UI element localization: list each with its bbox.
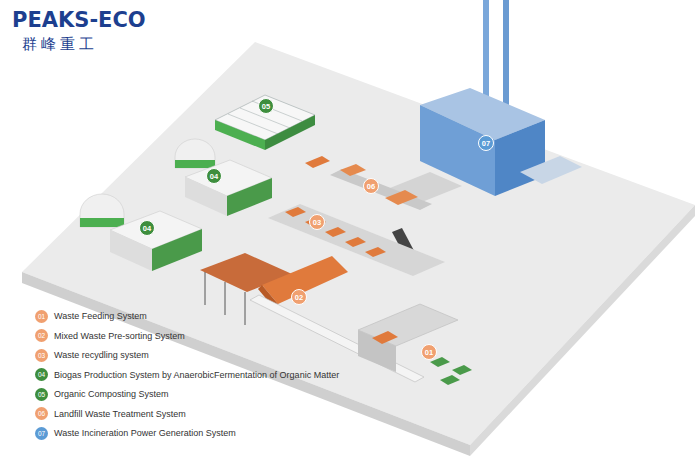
legend-text: Biogas Production System by AnaerobicFer… — [54, 370, 339, 380]
callout-number: 04 — [210, 172, 218, 181]
callout-circle: 06 — [363, 178, 379, 194]
sorting-platform — [268, 204, 445, 276]
sorter — [285, 207, 306, 217]
machine — [340, 164, 366, 176]
legend-number: 03 — [38, 352, 45, 359]
sorter — [365, 247, 386, 257]
callout-number: 04 — [143, 224, 151, 233]
sorter — [345, 237, 366, 247]
incinerator-wall — [495, 120, 545, 196]
legend-text: Organic Composting System — [54, 389, 169, 399]
legend-row: 07 Waste Incineration Power Generation Sy… — [35, 426, 236, 440]
callout-number: 07 — [482, 139, 490, 148]
callout-circle: 05 — [258, 98, 274, 114]
legend-row: 02 Mixed Waste Pre-sorting System — [35, 329, 185, 343]
callout-number: 03 — [313, 218, 321, 227]
frame-leg — [205, 272, 206, 305]
legend-number: 07 — [38, 430, 45, 437]
floor-side — [22, 272, 470, 456]
frame-leg — [225, 282, 226, 315]
biogas-dome — [175, 139, 215, 168]
logo-chinese: 群峰重工 — [22, 35, 98, 54]
legend-text: Mixed Waste Pre-sorting System — [54, 331, 185, 341]
legend-row: 03 Waste recydling system — [35, 348, 149, 362]
legend-number: 02 — [38, 332, 45, 339]
legend-text: Waste Feeding System — [54, 311, 147, 321]
trommel-drum — [262, 256, 348, 304]
floor-side — [470, 205, 695, 456]
legend-row: 01 Waste Feeding System — [35, 309, 147, 323]
legend-number: 01 — [38, 313, 45, 320]
dome-band — [80, 218, 124, 227]
legend-number: 05 — [38, 391, 45, 398]
legend-swatch: 03 — [35, 349, 48, 362]
callout-circle: 07 — [478, 135, 494, 151]
legend-swatch: 06 — [35, 407, 48, 420]
building-wall — [110, 230, 152, 271]
greenhouse-wall — [215, 120, 265, 150]
legend-text: Landfill Waste Treatment System — [54, 409, 186, 419]
greenhouse-wall — [265, 115, 315, 150]
callout-number: 01 — [425, 348, 433, 357]
truck — [440, 375, 460, 385]
legend-swatch: 05 — [35, 388, 48, 401]
legend-swatch: 02 — [35, 329, 48, 342]
callout-number: 02 — [295, 293, 303, 302]
chimney — [503, 0, 509, 106]
dome-band — [175, 160, 215, 168]
cooling-units — [520, 156, 582, 184]
callout-circle: 02 — [291, 289, 307, 305]
machine — [385, 190, 418, 205]
callout-number: 06 — [367, 182, 375, 191]
building-wall — [152, 229, 202, 271]
legend-row: 05 Organic Composting System — [35, 387, 169, 401]
callout-circle: 04 — [206, 168, 222, 184]
legend-text: Waste recydling system — [54, 350, 149, 360]
floor-top — [22, 42, 695, 445]
legend-text: Waste Incineration Power Generation Syst… — [54, 428, 236, 438]
callout-circle: 01 — [421, 344, 437, 360]
legend-number: 04 — [38, 371, 45, 378]
legend-number: 06 — [38, 410, 45, 417]
callout-circle: 04 — [139, 220, 155, 236]
orange-truck — [305, 156, 330, 168]
sorter — [325, 227, 346, 237]
callout-number: 05 — [262, 102, 270, 111]
legend-swatch: 01 — [35, 310, 48, 323]
legend-swatch: 04 — [35, 368, 48, 381]
crane — [372, 331, 398, 344]
truck — [452, 365, 472, 375]
building-wall — [227, 178, 272, 216]
legend-row: 04 Biogas Production System by AnaerobicF… — [35, 368, 339, 382]
callout-circle: 03 — [309, 214, 325, 230]
logo-text: PEAKS-ECO — [12, 8, 146, 32]
legend-row: 06 Landfill Waste Treatment System — [35, 407, 186, 421]
legend-swatch: 07 — [35, 427, 48, 440]
frame-leg — [245, 292, 246, 325]
building-wall — [185, 177, 227, 216]
conveyor-belt — [330, 169, 432, 210]
biogas-dome — [80, 194, 124, 227]
